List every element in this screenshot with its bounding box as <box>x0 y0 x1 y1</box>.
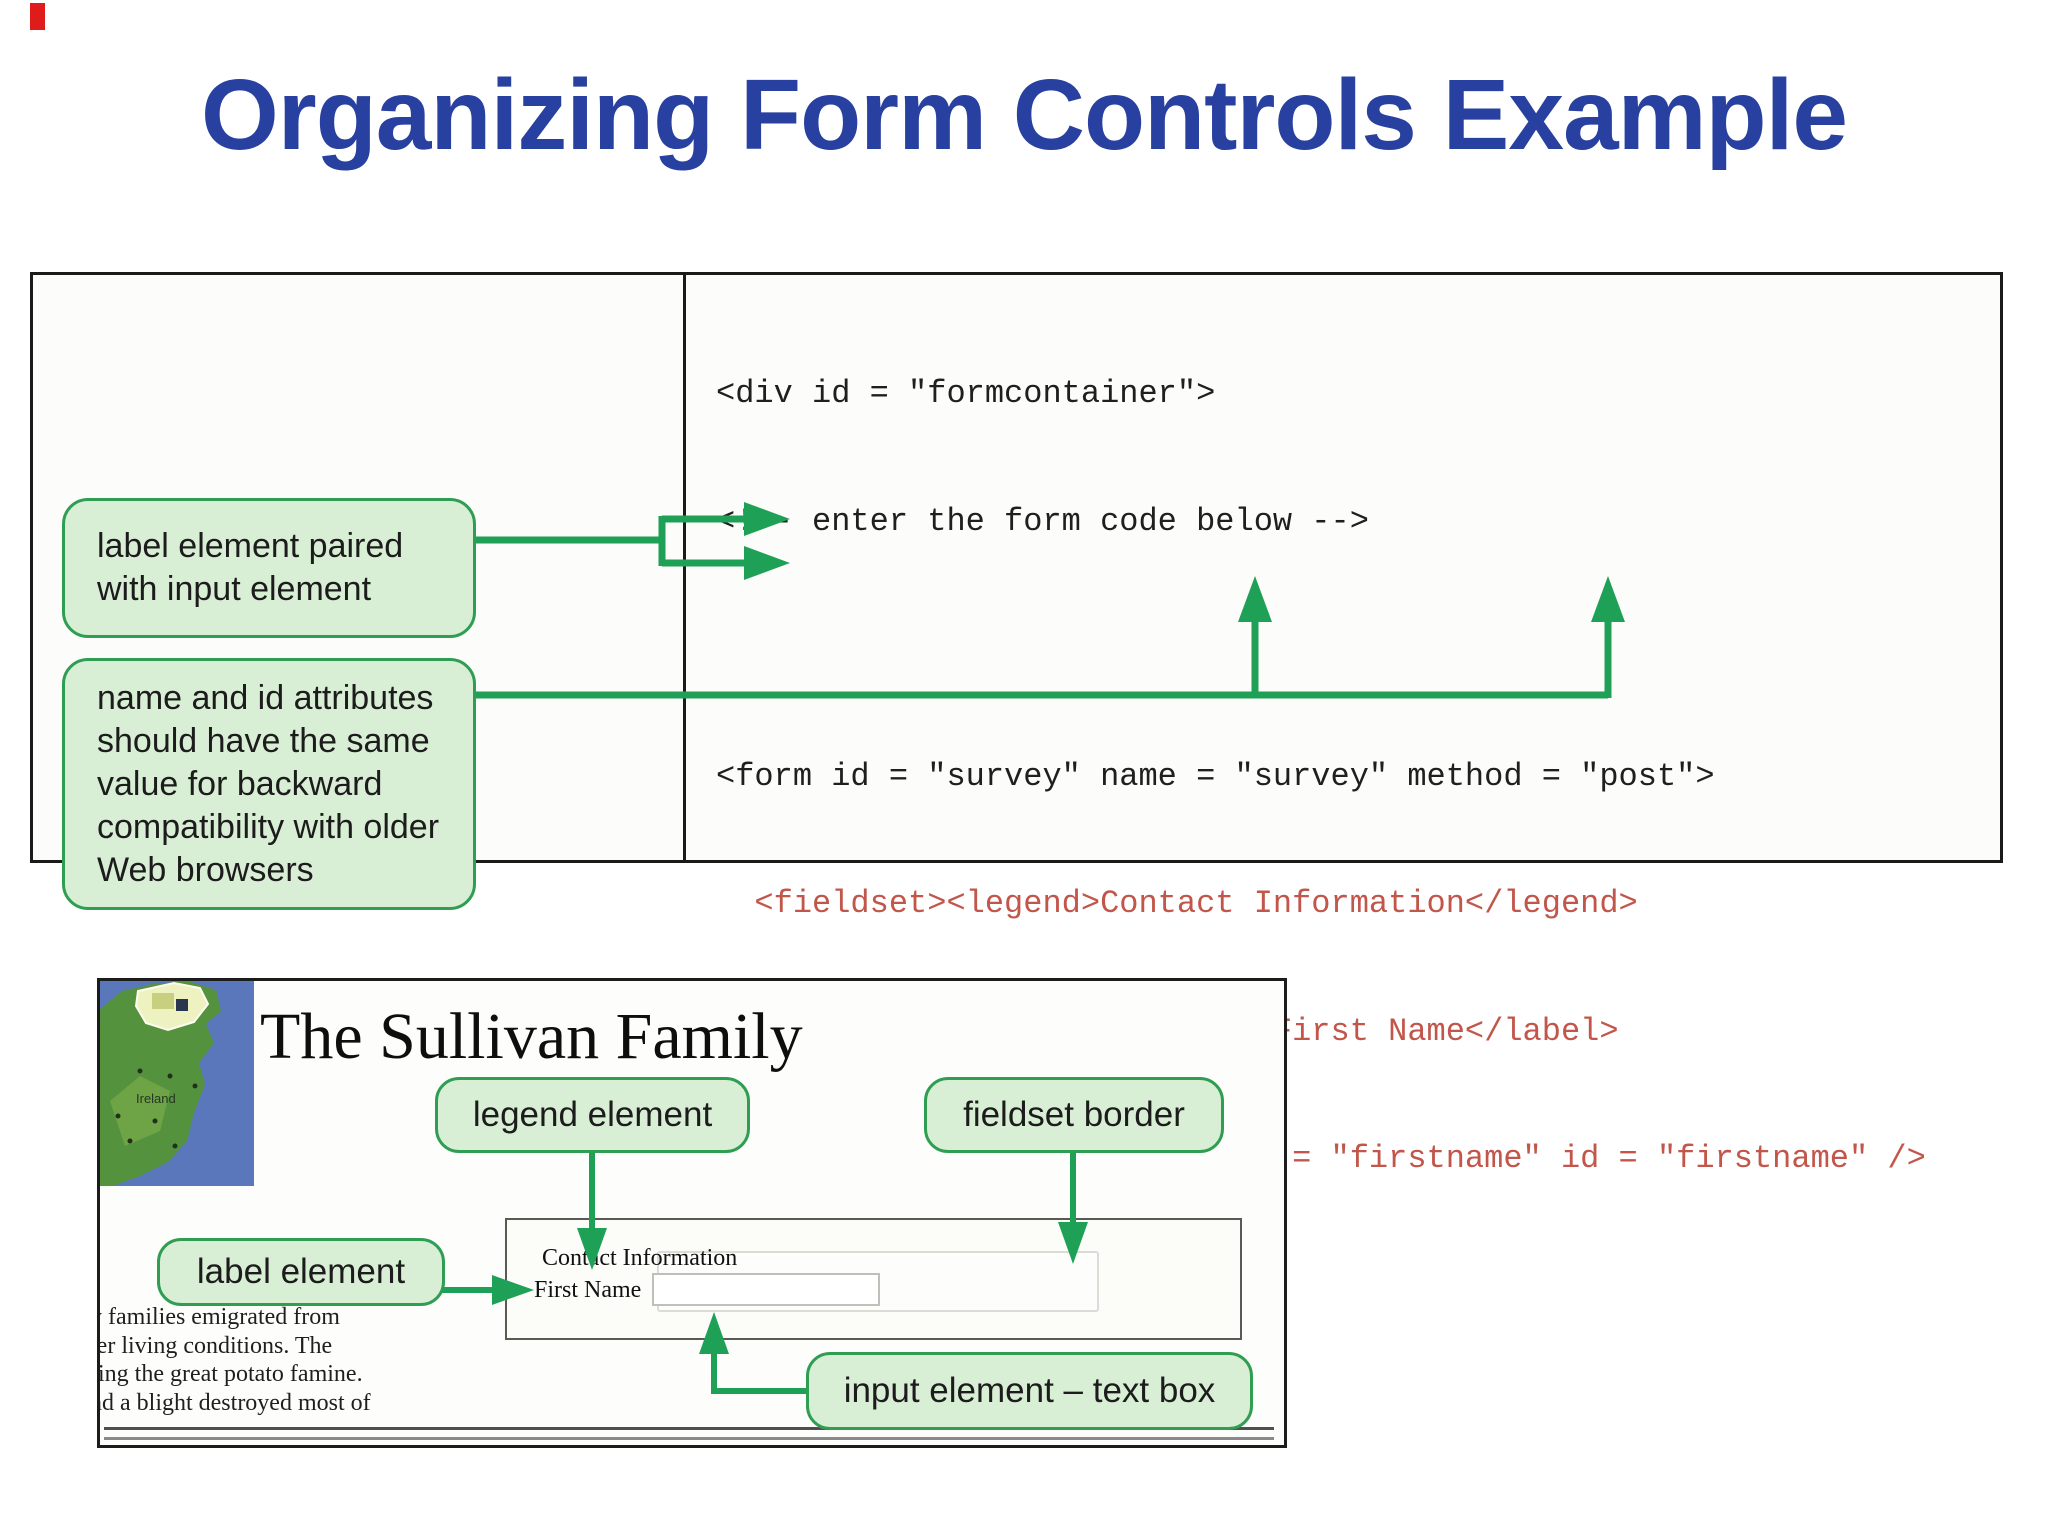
code-line-highlighted: <fieldset><legend>Contact Information</l… <box>716 885 1638 922</box>
window-bottom-edge <box>104 1427 1274 1440</box>
callout-text: label element <box>196 1252 406 1291</box>
page-title: Organizing Form Controls Example <box>201 59 1848 171</box>
callout-fieldset-border: fieldset border <box>924 1077 1224 1153</box>
code-line <box>716 628 1926 671</box>
contact-fieldset: Contact Information First Name <box>505 1218 1242 1340</box>
fieldset-legend-text: Contact Information <box>542 1245 738 1271</box>
callout-text: fieldset border <box>963 1095 1185 1134</box>
callout-label-element: label element <box>157 1238 445 1306</box>
callout-label-pairing: label element paired with input element <box>62 498 476 638</box>
first-name-label: First Name <box>534 1277 642 1303</box>
body-text: y families emigrated from ter living con… <box>97 1303 371 1417</box>
red-artifact <box>30 3 45 30</box>
map-label: Ireland <box>136 1091 176 1106</box>
body-text-line: y families emigrated from <box>97 1304 340 1330</box>
code-line <box>716 1521 1926 1536</box>
callout-text: legend element <box>472 1095 713 1134</box>
ireland-map-image: Ireland <box>100 981 254 1186</box>
sullivan-page-title: The Sullivan Family <box>260 1000 803 1073</box>
callout-input-element: input element – text box <box>806 1352 1253 1430</box>
code-line: <div id = "formcontainer"> <box>716 375 1216 412</box>
callout-text: input element – text box <box>843 1371 1216 1410</box>
callout-text: name and id attributes should have the s… <box>97 678 440 889</box>
body-text-line: ter living conditions. The <box>97 1332 333 1359</box>
code-line: <!-- enter the form code below --> <box>716 502 1369 540</box>
callout-legend-element: legend element <box>435 1077 750 1153</box>
first-name-input[interactable] <box>652 1273 880 1306</box>
code-line: <form id = "survey" name = "survey" meth… <box>716 757 1715 795</box>
body-text-line: ring the great potato famine. <box>97 1361 363 1387</box>
body-text-line: nd a blight destroyed most of <box>97 1389 371 1416</box>
callout-name-id: name and id attributes should have the s… <box>62 658 476 910</box>
callout-text: label element paired with input element <box>97 527 404 608</box>
panel-divider <box>683 275 686 860</box>
